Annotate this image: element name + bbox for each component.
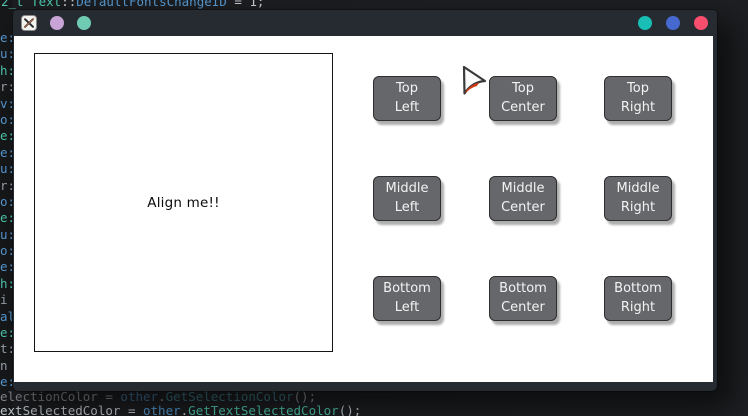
- app-window: Align me!! Top Left Top Center Top Right…: [13, 10, 717, 391]
- code-token: =: [226, 0, 250, 9]
- titlebar-left-group: [21, 15, 91, 31]
- background-code-line-bottom-1: electionColor = other.GetSelectionColor(…: [0, 390, 316, 404]
- code-token: 1;: [249, 0, 265, 9]
- code-fragment: e:: [0, 30, 12, 45]
- background-code-line-bottom-2: extSelectedColor = other.GetTextSelected…: [0, 404, 361, 416]
- code-fragment: e:: [0, 144, 12, 160]
- code-fragment: u:: [0, 226, 12, 242]
- titlebar-dot-mint[interactable]: [77, 16, 91, 30]
- mouse-cursor-icon: [462, 65, 487, 95]
- titlebar-dot-blue[interactable]: [666, 16, 680, 30]
- code-token: ();: [338, 403, 362, 416]
- window-content: Align me!! Top Left Top Center Top Right…: [14, 36, 713, 382]
- button-top-left[interactable]: Top Left: [373, 76, 441, 121]
- code-fragment: r:: [0, 79, 12, 95]
- code-token: other: [143, 403, 181, 416]
- code-fragment: e:: [0, 128, 12, 144]
- code-fragment: u:: [0, 161, 12, 177]
- titlebar-dot-cyan[interactable]: [638, 16, 652, 30]
- code-token: =: [97, 389, 121, 404]
- code-token: extSelectedColor: [0, 403, 121, 416]
- code-token: GetSelectionColor: [165, 389, 294, 404]
- titlebar-dot-red[interactable]: [694, 16, 708, 30]
- code-fragment: e:: [0, 210, 12, 226]
- code-token: GetTextSelectedColor: [188, 403, 339, 416]
- button-middle-right[interactable]: Middle Right: [604, 176, 672, 221]
- button-bottom-right[interactable]: Bottom Right: [604, 276, 672, 321]
- code-fragment: u:: [0, 46, 12, 62]
- code-token: =: [120, 403, 143, 416]
- titlebar-right-group: [638, 16, 708, 30]
- code-fragment: e:: [0, 374, 12, 390]
- code-token: ::: [61, 0, 77, 9]
- code-fragment: n: [0, 357, 8, 373]
- align-box-label: Align me!!: [147, 194, 220, 211]
- code-fragment: h:: [0, 62, 12, 78]
- code-fragment: i: [0, 292, 8, 308]
- code-fragment: o:: [0, 111, 12, 127]
- button-top-center[interactable]: Top Center: [489, 76, 557, 121]
- code-token: other: [120, 389, 159, 404]
- code-fragment: v:: [0, 95, 12, 111]
- x11-app-icon: [21, 15, 37, 31]
- code-fragment: e:: [0, 259, 12, 275]
- background-code-line-top: 2_t Text::DefaultFontsChangeID = 1;: [1, 0, 264, 9]
- code-fragment: o:: [0, 193, 12, 209]
- button-top-right[interactable]: Top Right: [604, 76, 672, 121]
- code-token: .: [180, 403, 189, 416]
- align-target-box: Align me!!: [34, 53, 333, 352]
- code-fragment: o:: [0, 243, 12, 259]
- code-token: ();: [293, 389, 317, 404]
- code-fragment: r:: [0, 177, 12, 193]
- code-token: Text: [31, 0, 62, 9]
- code-fragment: al: [0, 308, 12, 324]
- code-token: DefaultFontsChangeID: [76, 0, 227, 9]
- button-middle-left[interactable]: Middle Left: [373, 176, 441, 221]
- button-middle-center[interactable]: Middle Center: [489, 176, 557, 221]
- code-fragment: t:: [0, 341, 12, 357]
- titlebar[interactable]: [13, 10, 717, 36]
- code-fragment: e:: [0, 325, 12, 341]
- background-code-fragments: e:u:h:r:v:o:e:e:u:r:o:e:u:o:e:h:iale:t:n…: [0, 30, 12, 391]
- code-fragment: h:: [0, 275, 12, 291]
- code-token: electionColor: [0, 389, 98, 404]
- code-token: .: [158, 389, 166, 404]
- button-bottom-center[interactable]: Bottom Center: [489, 276, 557, 321]
- code-token: 2_t: [1, 0, 32, 9]
- button-bottom-left[interactable]: Bottom Left: [373, 276, 441, 321]
- titlebar-dot-lavender[interactable]: [50, 16, 64, 30]
